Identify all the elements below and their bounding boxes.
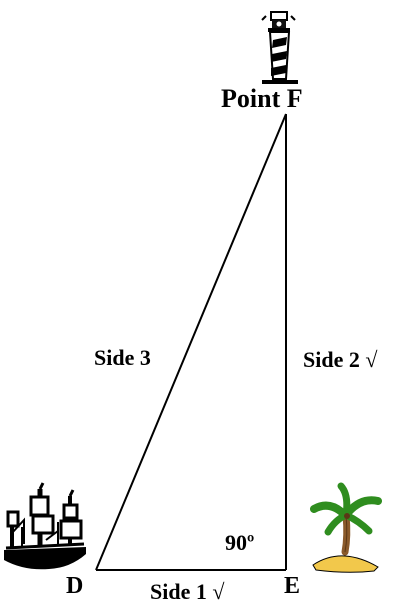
- point-e-label: E: [284, 573, 301, 599]
- ship-icon: [4, 482, 86, 570]
- side-2-label: Side 2 √: [303, 347, 378, 372]
- palm-island-icon: [310, 482, 382, 573]
- point-f-label: Point F: [221, 84, 303, 113]
- side-1-label: Side 1 √: [150, 579, 225, 604]
- right-angle-label: 90º: [225, 530, 255, 555]
- side-3-line: [95, 113, 287, 571]
- side-3-label: Side 3: [94, 345, 151, 370]
- lighthouse-icon: [261, 11, 298, 84]
- triangle-edges: [95, 113, 287, 571]
- point-d-label: D: [66, 573, 84, 599]
